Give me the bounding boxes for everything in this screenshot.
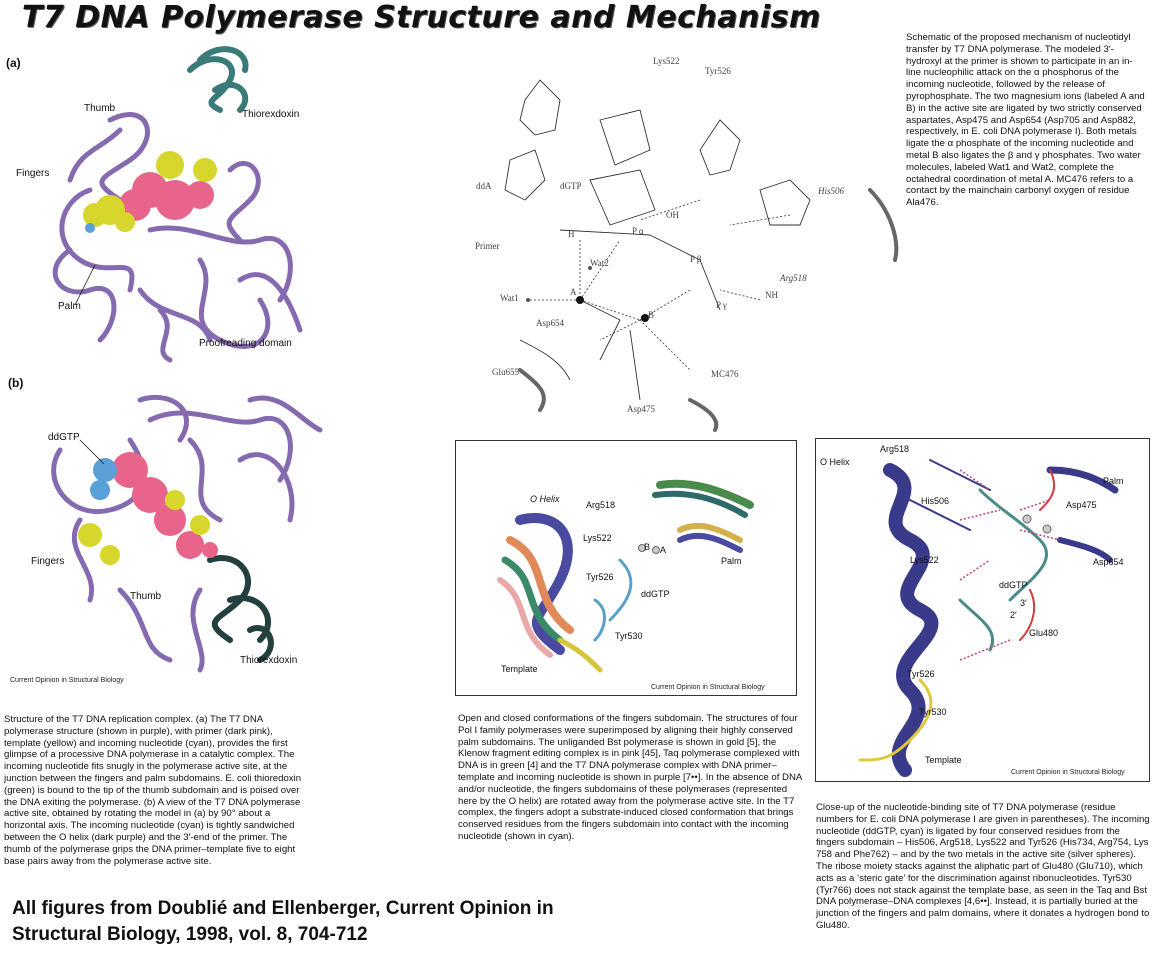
panel-a-thumb-label: Thumb — [84, 103, 116, 114]
mech-tyr526-label: Tyr526 — [705, 66, 731, 76]
panel-b-credit: Current Opinion in Structural Biology — [10, 677, 124, 684]
caption-bottom-right: Close-up of the nucleotide-binding site … — [816, 802, 1150, 931]
mech-mc476-label: MC476 — [711, 369, 739, 379]
fingers-b-label: B — [644, 542, 651, 552]
fingers-arg518-label: Arg518 — [586, 500, 616, 510]
fingers-credit: Current Opinion in Structural Biology — [651, 684, 765, 691]
mech-oh-label: OH — [666, 210, 679, 220]
closeup-asp654-label: Asp654 — [1093, 557, 1124, 567]
closeup-2prime-label: 2′ — [1010, 610, 1017, 620]
panel-b-thioredoxin-label: Thiorexdoxin — [240, 655, 298, 666]
mech-wat1-label: Wat1 — [500, 293, 519, 303]
panel-b-label: (b) — [8, 376, 24, 390]
mech-primer-label: Primer — [475, 241, 500, 251]
panel-b-spheres — [78, 452, 218, 565]
citation-line-2: Structural Biology, 1998, vol. 8, 704-71… — [12, 924, 368, 945]
mech-p-gamma: P γ — [716, 300, 727, 310]
mech-p-alpha: P α — [632, 226, 644, 236]
mech-dgtp-label: dGTP — [560, 181, 582, 191]
closeup-panel-frame — [815, 438, 1150, 782]
fingers-tyr530-label: Tyr530 — [615, 631, 643, 641]
closeup-his506-label: His506 — [921, 496, 950, 506]
closeup-tyr526-label: Tyr526 — [907, 669, 935, 679]
panel-a-fingers-label: Fingers — [16, 168, 50, 179]
mech-h-label: H — [568, 229, 575, 239]
fingers-palm-label: Palm — [721, 556, 742, 566]
mech-metal-a-label: A — [570, 287, 577, 297]
mech-lys522-label: Lys522 — [653, 56, 680, 66]
closeup-lys522-label: Lys522 — [910, 555, 939, 565]
panel-a-palm-label: Palm — [58, 301, 81, 312]
fingers-lys522-label: Lys522 — [583, 533, 612, 543]
mech-his506-label: His506 — [818, 186, 845, 196]
mech-p-beta: P β — [690, 254, 702, 264]
panel-b-fingers-label: Fingers — [31, 556, 65, 567]
caption-middle: Open and closed conformations of the fin… — [458, 713, 802, 842]
panel-a-proofreading-label: Proofreading domain — [199, 338, 292, 349]
mech-nh-label: NH — [765, 290, 778, 300]
mech-asp654-label: Asp654 — [536, 318, 565, 328]
fingers-ddgtp-label: ddGTP — [641, 589, 670, 599]
mech-glu655-label: Glu655 — [492, 367, 519, 377]
mech-metal-b-label: B — [648, 310, 655, 320]
panel-b-ddgtp-label: ddGTP — [48, 432, 80, 443]
caption-left: Structure of the T7 DNA replication comp… — [4, 714, 302, 867]
panel-a-label: (a) — [6, 56, 21, 70]
closeup-asp475-label: Asp475 — [1066, 500, 1097, 510]
panel-b-thumb-label: Thumb — [130, 591, 162, 602]
fingers-tyr526-label: Tyr526 — [586, 572, 614, 582]
closeup-credit: Current Opinion in Structural Biology — [1011, 769, 1125, 776]
closeup-ohelix-label: O Helix — [820, 457, 850, 467]
fingers-ohelix-label: O Helix — [530, 494, 560, 504]
closeup-arg518-label: Arg518 — [880, 444, 910, 454]
mech-arg518-label: Arg518 — [780, 273, 807, 283]
fingers-template-label: Template — [501, 664, 538, 674]
mech-dda-label: ddA — [476, 181, 492, 191]
closeup-tyr530-label: Tyr530 — [919, 707, 947, 717]
closeup-ddgtp-label: ddGTP — [999, 580, 1028, 590]
citation-line-1: All figures from Doublié and Ellenberger… — [12, 898, 554, 919]
fingers-a-label: A — [660, 545, 667, 555]
closeup-palm-label: Palm — [1103, 476, 1124, 486]
caption-top-right: Schematic of the proposed mechanism of n… — [906, 32, 1145, 209]
closeup-3prime-label: 3′ — [1020, 598, 1027, 608]
mech-wat2-label: Wat2 — [590, 258, 609, 268]
panel-a-spheres — [83, 151, 217, 233]
page-title: T7 DNA Polymerase Structure and Mechanis… — [22, 0, 821, 35]
panel-a-thioredoxin-label: Thiorexdoxin — [242, 109, 300, 120]
closeup-template-label: Template — [925, 755, 962, 765]
closeup-glu480-label: Glu480 — [1029, 628, 1059, 638]
citation-footer: All figures from Doublié and Ellenberger… — [12, 896, 712, 948]
mech-asp475-label: Asp475 — [627, 404, 656, 414]
